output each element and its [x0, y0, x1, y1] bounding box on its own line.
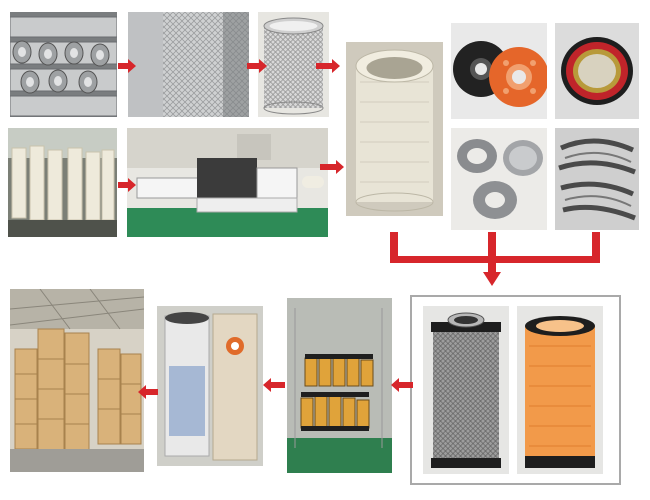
merge-connector-icon: [390, 232, 602, 288]
rubber-gasket-strips-photo: [555, 128, 639, 230]
finished-orange-filter-photo: [517, 306, 603, 474]
metal-end-caps-photo: [451, 128, 547, 230]
finished-mesh-filter-photo: [423, 306, 509, 474]
metal-rolls-photo: [10, 12, 117, 117]
paper-filter-element-photo: [346, 42, 443, 216]
paper-stock-photo: [8, 128, 117, 237]
arrow-left-icon: [391, 378, 413, 392]
end-caps-plastic-photo: [451, 23, 547, 119]
packaged-filter-photo: [157, 306, 263, 466]
arrow-right-icon: [247, 59, 267, 73]
arrow-left-icon: [138, 385, 158, 399]
pleating-machine-photo: [127, 128, 328, 237]
arrow-right-icon: [118, 178, 136, 192]
arrow-right-icon: [118, 59, 136, 73]
arrow-left-icon: [263, 378, 285, 392]
expanded-metal-sheet-photo: [128, 12, 249, 117]
seal-ring-photo: [555, 23, 639, 119]
arrow-right-icon: [316, 59, 340, 73]
warehouse-photo: [10, 289, 144, 472]
finished-products-frame: [410, 295, 621, 485]
arrow-right-icon: [320, 160, 344, 174]
curing-rack-photo: [287, 298, 392, 473]
